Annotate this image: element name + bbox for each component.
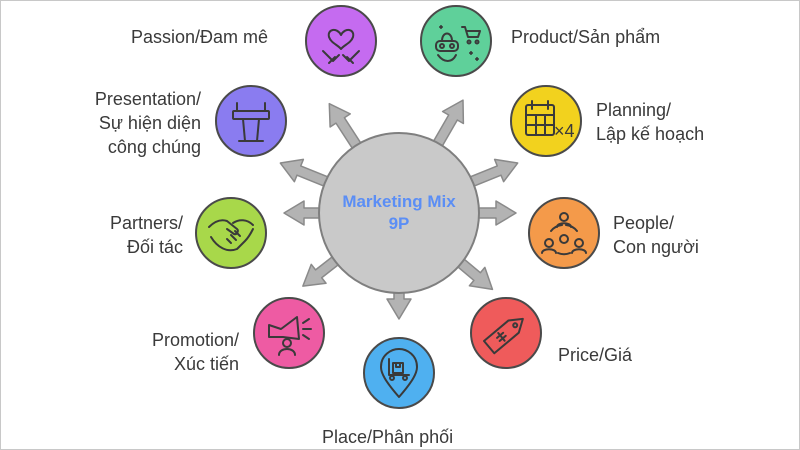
people-circle-icon: [541, 212, 587, 256]
label-partners-line2: Đối tác: [126, 237, 183, 257]
center-title: Marketing Mix 9P: [319, 191, 479, 235]
handshake-icon: [208, 219, 254, 252]
node-promotion: [253, 297, 325, 369]
label-passion: Passion/Đam mê: [131, 25, 268, 49]
label-partners: Partners/ Đối tác: [61, 211, 183, 259]
label-presentation: Presentation/ Sự hiện diện công chúng: [61, 87, 201, 159]
node-planning: ×4: [510, 85, 582, 157]
label-people: People/ Con người: [613, 211, 699, 259]
label-product-line1: Product/Sản phẩm: [511, 27, 661, 47]
label-price-line1: Price/Giá: [558, 345, 633, 365]
node-product: [420, 5, 492, 77]
node-people: [528, 197, 600, 269]
node-partners: [195, 197, 267, 269]
node-price: [470, 297, 542, 369]
hub-circle: [318, 132, 480, 294]
label-planning-line1: Planning/: [596, 100, 672, 120]
label-presentation-line1: Presentation/: [94, 89, 201, 109]
node-presentation: [215, 85, 287, 157]
location-box-icon: [380, 348, 418, 398]
center-title-line2: 9P: [388, 214, 410, 233]
label-price: Price/Giá: [558, 343, 632, 367]
label-presentation-line2: Sự hiện diện: [98, 113, 201, 133]
label-promotion: Promotion/ Xúc tiến: [61, 328, 239, 376]
label-product: Product/Sản phẩm: [511, 25, 660, 49]
label-presentation-line3: công chúng: [107, 137, 201, 157]
center-title-line1: Marketing Mix: [342, 192, 456, 211]
label-planning: Planning/ Lập kế hoạch: [596, 98, 704, 146]
label-place-line1: Place/Phân phối: [322, 427, 454, 447]
label-people-line2: Con người: [613, 237, 699, 257]
x4-mark: ×4: [554, 121, 575, 141]
price-tag-icon: [483, 317, 524, 355]
podium-icon: [232, 102, 270, 142]
label-place: Place/Phân phối: [322, 425, 453, 449]
label-promotion-line1: Promotion/: [151, 330, 239, 350]
node-place: [363, 337, 435, 409]
label-partners-line1: Partners/: [109, 213, 183, 233]
calendar-x4-icon: [525, 100, 555, 136]
vr-cart-icon: [435, 25, 481, 62]
label-passion-line1: Passion/Đam mê: [131, 27, 269, 47]
label-planning-line2: Lập kế hoạch: [596, 124, 705, 144]
label-people-line1: People/: [613, 213, 675, 233]
megaphone-person-icon: [268, 316, 312, 356]
node-passion: [305, 5, 377, 77]
label-promotion-line2: Xúc tiến: [173, 354, 239, 374]
heart-hands-icon: [322, 29, 360, 64]
